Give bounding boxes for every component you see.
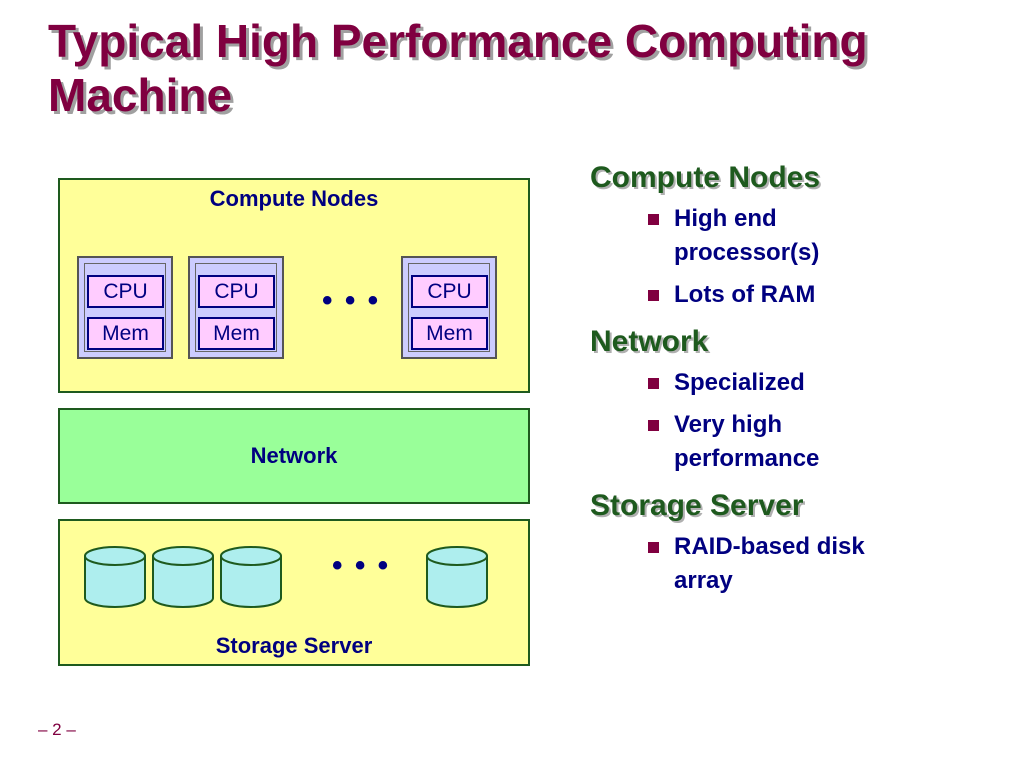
slide-title: Typical High Performance Computing Machi…	[48, 15, 868, 121]
memory-chip: Mem	[411, 317, 488, 350]
disk-icon	[426, 546, 488, 608]
bullet-square-icon	[648, 290, 659, 301]
compute-nodes-bullets: High end processor(s) Lots of RAM	[590, 202, 1010, 312]
bullet-item: Specialized	[590, 366, 914, 400]
bullet-square-icon	[648, 214, 659, 225]
section-heading-compute-nodes: Compute Nodes	[590, 161, 821, 194]
memory-chip: Mem	[198, 317, 275, 350]
network-label: Network	[250, 443, 338, 468]
storage-server-bullets: RAID-based disk array	[590, 530, 1010, 598]
cpu-chip: CPU	[87, 275, 164, 308]
disk-icon	[152, 546, 214, 608]
compute-nodes-box: Compute Nodes CPU Mem CPU Mem • • • CPU …	[58, 178, 530, 393]
bullet-square-icon	[648, 542, 659, 553]
bullet-square-icon	[648, 420, 659, 431]
bullet-item: RAID-based disk array	[590, 530, 914, 598]
network-box: Network	[58, 408, 530, 504]
memory-chip: Mem	[87, 317, 164, 350]
compute-node: CPU Mem	[77, 256, 173, 359]
bullet-square-icon	[648, 378, 659, 389]
section-heading-network: Network	[590, 325, 709, 358]
description-panel: Compute Nodes High end processor(s) Lots…	[590, 158, 1010, 608]
disk-icon	[84, 546, 146, 608]
compute-node: CPU Mem	[188, 256, 284, 359]
compute-nodes-label: Compute Nodes	[209, 186, 379, 211]
storage-server-box: • • • Storage Server	[58, 519, 530, 666]
section-heading-storage-server: Storage Server	[590, 489, 804, 522]
compute-node: CPU Mem	[401, 256, 497, 359]
compute-ellipsis: • • •	[322, 284, 381, 317]
cpu-chip: CPU	[198, 275, 275, 308]
network-bullets: Specialized Very high performance	[590, 366, 1010, 476]
storage-ellipsis: • • •	[332, 549, 391, 582]
disk-array	[84, 546, 488, 608]
storage-server-label: Storage Server	[215, 633, 373, 658]
bullet-item: High end processor(s)	[590, 202, 914, 270]
cpu-chip: CPU	[411, 275, 488, 308]
disk-icon	[220, 546, 282, 608]
page-number: – 2 –	[38, 720, 76, 739]
bullet-item: Lots of RAM	[590, 278, 914, 312]
bullet-item: Very high performance	[590, 408, 914, 476]
